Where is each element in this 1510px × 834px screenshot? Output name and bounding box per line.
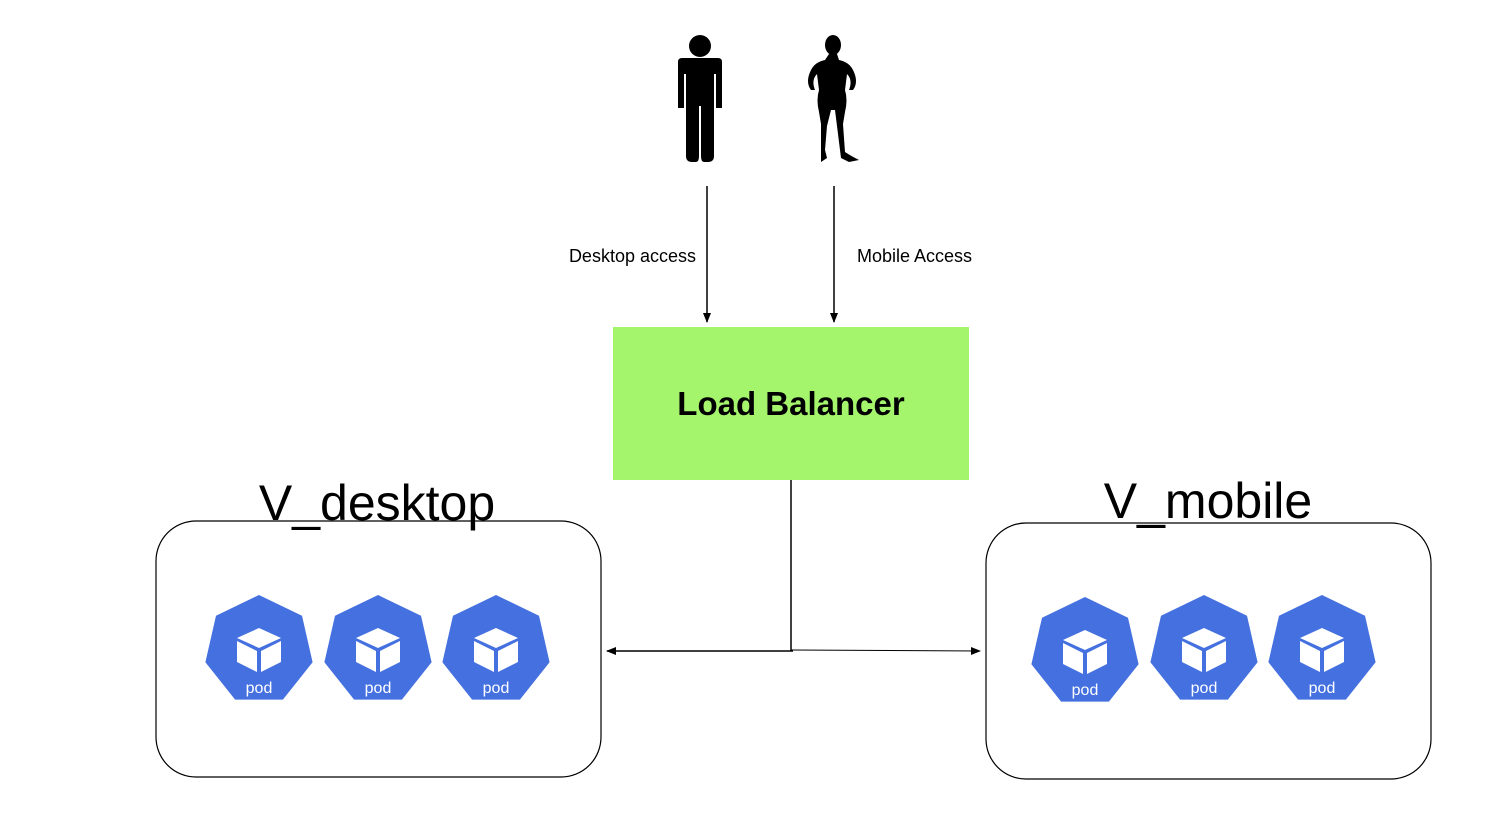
man-silhouette-icon [678,35,722,162]
cube-icon [1063,630,1107,674]
pod-label: pod [365,680,392,697]
cube-icon [237,628,281,672]
pod-label: pod [483,680,510,697]
group-v-desktop: V_desktop pod pod pod [155,475,602,778]
group-v-desktop-title: V_desktop [259,475,495,531]
pod-node[interactable]: pod [1150,595,1258,700]
pod-label: pod [1309,680,1336,697]
group-v-mobile-box[interactable] [985,522,1432,780]
pod-label: pod [1191,680,1218,697]
pod-node[interactable]: pod [1268,595,1376,700]
mobile-access-label: Mobile Access [857,246,972,266]
pod-node[interactable]: pod [442,595,550,700]
woman-silhouette-icon [808,35,859,162]
pod-node[interactable]: pod [1031,597,1139,702]
pod-label: pod [1072,682,1099,699]
load-balancer-label: Load Balancer [677,385,905,422]
load-balancer-box[interactable] [613,327,969,480]
pod-label: pod [246,680,273,697]
cube-icon [474,628,518,672]
cube-icon [356,628,400,672]
desktop-access-label: Desktop access [569,246,696,266]
group-v-mobile-title: V_mobile [1104,473,1312,529]
group-v-desktop-box[interactable] [155,520,602,778]
group-v-mobile: V_mobile pod pod pod [985,473,1432,780]
pod-node[interactable]: pod [324,595,432,700]
cube-icon [1182,628,1226,672]
cube-icon [1300,628,1344,672]
route-to-mobile-arrow [790,646,981,655]
pod-node[interactable]: pod [205,595,313,700]
